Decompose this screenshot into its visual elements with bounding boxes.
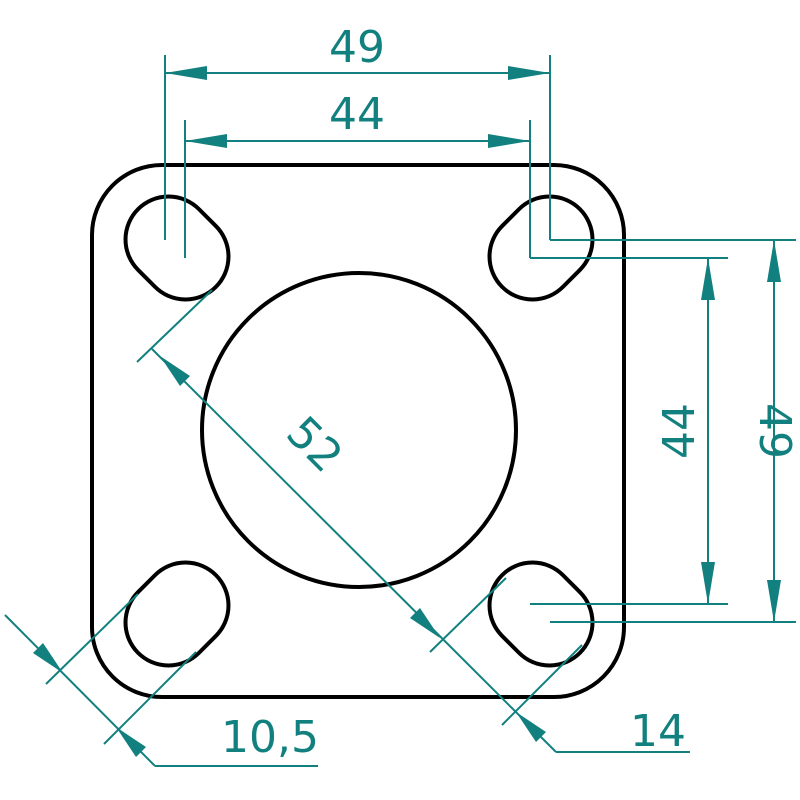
dimension-arrow [410, 608, 440, 638]
dimension-49-horizontal: 49 [164, 22, 551, 240]
slot-hole-bottom-left [123, 560, 231, 668]
center-bore [200, 271, 518, 589]
dimension-line [151, 348, 551, 747]
extension-line [136, 289, 213, 363]
dimension-label: 10,5 [221, 712, 319, 763]
dimension-arrow [767, 240, 781, 282]
dimension-arrow [508, 66, 550, 80]
dimension-44-vertical: 44 [530, 257, 728, 605]
dimension-label: 49 [749, 403, 800, 459]
dimension-label: 44 [654, 403, 705, 459]
dimension-arrow [165, 66, 207, 80]
leader-line [549, 745, 557, 753]
flange-outline [90, 163, 626, 699]
extension-line [429, 577, 507, 653]
dimension-arrow [701, 562, 715, 604]
dimension-arrow [488, 134, 530, 148]
slot-hole-top-right [487, 194, 595, 302]
dimension-label: 49 [329, 22, 385, 73]
dimension-arrow [516, 712, 546, 742]
dimension-arrow [116, 727, 146, 757]
dimension-14-slot-length: 14 [501, 644, 690, 757]
slot-hole-top-left [123, 194, 231, 302]
dimension-arrow [185, 134, 227, 148]
dimension-49-vertical: 49 [550, 239, 800, 623]
dimension-44-horizontal: 44 [184, 89, 531, 258]
dimension-arrow [767, 580, 781, 622]
extension-line [103, 651, 197, 745]
slot-hole-bottom-right [487, 560, 595, 668]
part-outline-group [90, 163, 626, 699]
dimension-arrow [33, 643, 63, 673]
dimension-10-5-slot-width: 10,5 [4, 593, 319, 767]
extension-line [45, 593, 139, 685]
extension-line [501, 644, 583, 726]
dimension-arrow [160, 356, 190, 386]
dimension-label: 44 [329, 89, 385, 140]
dimension-label: 14 [630, 706, 686, 757]
dimension-label: 52 [276, 407, 352, 483]
dimension-arrow [701, 258, 715, 300]
